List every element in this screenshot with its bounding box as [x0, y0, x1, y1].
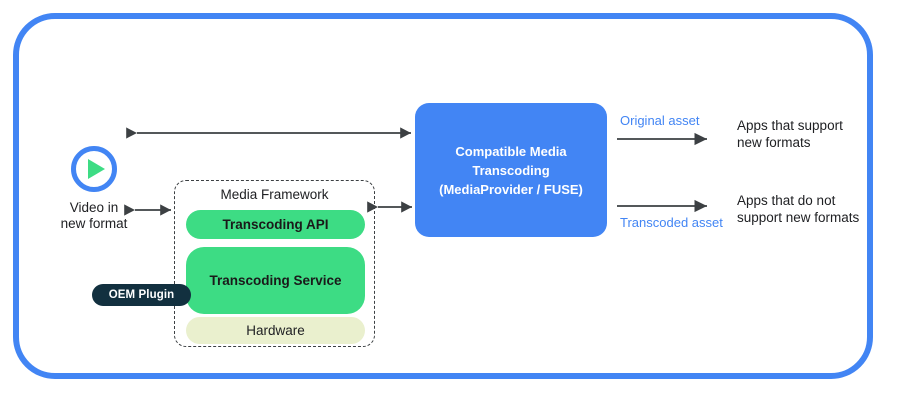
- video-source-node: Video in new format: [52, 146, 136, 232]
- apps-that-do-not-support-label: Apps that do not support new formats: [737, 193, 860, 225]
- arrow-video-to-transcoding-top: [126, 127, 411, 139]
- transcoding-api-box[interactable]: Transcoding API: [186, 210, 365, 239]
- arrow-media-framework-to-transcoding: [367, 201, 412, 213]
- transcoded-asset-label: Transcoded asset: [620, 215, 723, 230]
- video-source-label: Video in new format: [60, 200, 128, 231]
- play-circle-icon: [71, 146, 117, 192]
- arrow-transcoding-to-apps-no-support: [617, 199, 707, 213]
- oem-plugin-badge[interactable]: OEM Plugin: [92, 284, 191, 306]
- compatible-media-transcoding-box[interactable]: Compatible Media Transcoding (MediaProvi…: [415, 103, 607, 237]
- hardware-box[interactable]: Hardware: [186, 317, 365, 344]
- arrow-video-to-media-framework: [124, 204, 171, 216]
- arrow-transcoding-to-apps-support: [617, 132, 707, 146]
- media-framework-title: Media Framework: [220, 187, 329, 202]
- media-framework-group: Media Framework Transcoding API Transcod…: [174, 180, 375, 347]
- apps-that-support-label: Apps that support new formats: [737, 118, 843, 150]
- original-asset-label: Original asset: [620, 113, 700, 128]
- transcoding-service-box[interactable]: Transcoding Service: [186, 247, 365, 314]
- play-triangle-icon: [87, 159, 105, 179]
